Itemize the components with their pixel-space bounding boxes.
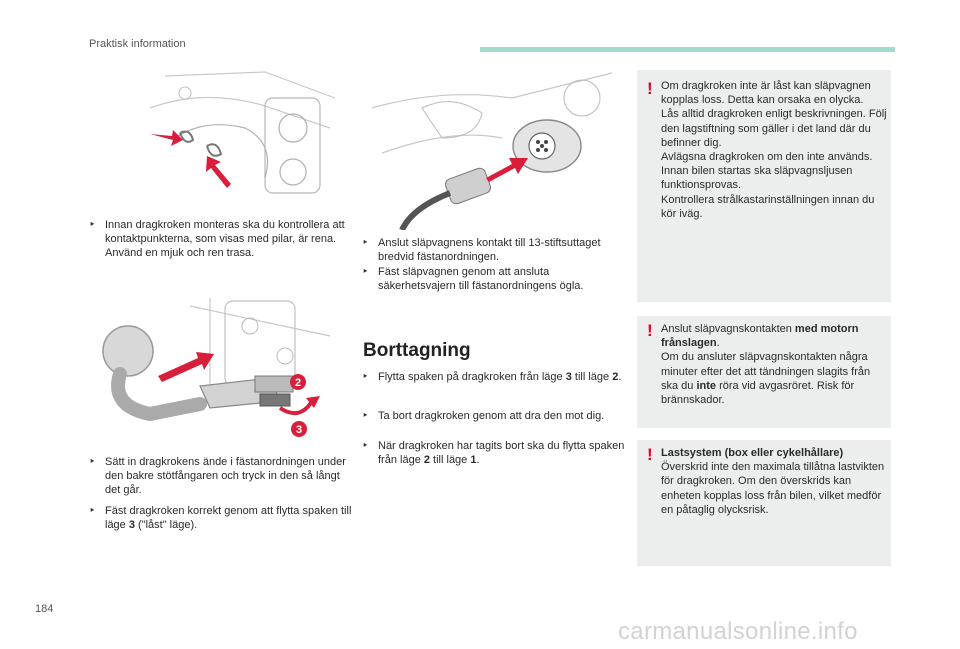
instruction-move-lever: ‣Flytta spaken på dragkroken från läge 3…: [362, 371, 622, 383]
instruction-connect-socket: ‣Anslut släpvagnens kontakt till 13-stif…: [362, 237, 601, 263]
label-2-badge: [290, 374, 306, 390]
instruction-insert-hook: ‣Sätt in dragkrokens ände i fästanordnin…: [89, 456, 346, 496]
instruction-reset-lever: ‣När dragkroken har tagits bort ska du f…: [362, 440, 625, 466]
instruction-remove-hook: ‣Ta bort dragkroken genom att dra den mo…: [362, 410, 605, 422]
header-accent-bar: [480, 47, 895, 52]
warning-box-burn: ! Anslut släpvagnskontakten med motorn f…: [637, 316, 891, 428]
warning-exclamation-icon: !: [647, 321, 653, 340]
label-2: 2: [295, 377, 301, 389]
rotate-arrow-icon: [278, 399, 314, 416]
warning-text-locking: Om dragkroken inte är låst kan släpvagne…: [661, 80, 887, 220]
bullet-mark: ‣: [362, 410, 369, 422]
warning-text-load: Lastsystem (box eller cykelhållare) Över…: [661, 447, 885, 516]
watermark: carmanualsonline.info: [618, 618, 858, 645]
instruction-check-contacts: ‣Innan dragkroken monteras ska du kontro…: [89, 219, 345, 259]
page-number: 184: [35, 603, 54, 615]
bullet-mark: ‣: [362, 266, 369, 278]
insert-arrow-icon: [158, 352, 214, 382]
section-title-removal: Borttagning: [363, 340, 471, 361]
instruction-safety-cable: ‣Fäst släpvagnen genom att ansluta säker…: [362, 266, 584, 292]
arrow-icon: [150, 130, 183, 146]
bullet-mark: ‣: [89, 505, 96, 517]
warning-text-burn: Anslut släpvagnskontakten med motorn frå…: [661, 323, 871, 407]
warning-exclamation-icon: !: [647, 79, 653, 98]
figure-insert-hook: 2 3: [80, 296, 342, 438]
bullet-mark: ‣: [362, 237, 369, 249]
warning-box-load-system: ! Lastsystem (box eller cykelhållare) Öv…: [637, 440, 891, 566]
connect-arrow-icon: [486, 158, 528, 182]
label-3: 3: [296, 424, 302, 436]
warning-box-locking: ! Om dragkroken inte är låst kan släpvag…: [637, 70, 891, 302]
bullet-mark: ‣: [89, 456, 96, 468]
warning-exclamation-icon: !: [647, 445, 653, 464]
instruction-lock-hook: ‣Fäst dragkroken korrekt genom att flytt…: [89, 505, 352, 531]
arrow-icon: [206, 156, 231, 188]
figure-contact-points: [145, 68, 340, 200]
page-header-title: Praktisk information: [89, 38, 186, 50]
bullet-mark: ‣: [89, 219, 96, 231]
figure-socket-connection: [362, 68, 614, 230]
bullet-mark: ‣: [362, 440, 369, 452]
bullet-mark: ‣: [362, 371, 369, 383]
label-3-badge: [291, 421, 307, 437]
